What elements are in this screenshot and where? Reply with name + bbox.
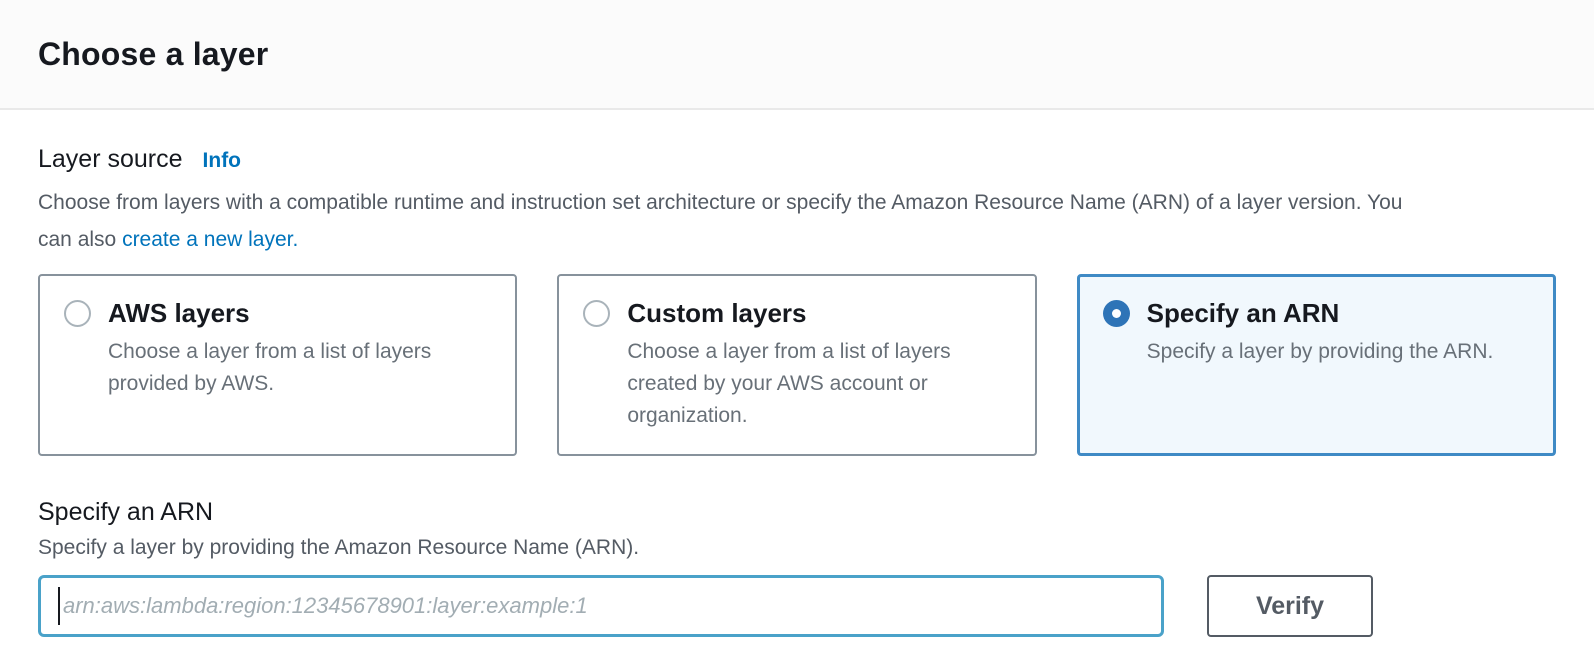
layer-option-aws-layers[interactable]: AWS layers Choose a layer from a list of… <box>38 274 518 456</box>
panel-header: Choose a layer <box>0 0 1594 110</box>
card-head: AWS layers <box>64 298 491 329</box>
card-head: Specify an ARN <box>1102 298 1530 329</box>
verify-button[interactable]: Verify <box>1207 575 1373 637</box>
card-title: AWS layers <box>108 298 250 328</box>
layer-source-label-row: Layer source Info <box>38 145 1556 174</box>
arn-input-row: Verify <box>38 575 1556 637</box>
card-title: Specify an ARN <box>1146 298 1340 328</box>
layer-source-description: Choose from layers with a compatible run… <box>38 184 1438 258</box>
layer-option-custom-layers[interactable]: Custom layers Choose a layer from a list… <box>557 274 1037 456</box>
arn-input-wrap <box>38 575 1164 637</box>
layer-option-specify-arn[interactable]: Specify an ARN Specify a layer by provid… <box>1076 274 1556 456</box>
card-head: Custom layers <box>583 298 1010 329</box>
panel-content: Layer source Info Choose from layers wit… <box>0 110 1594 637</box>
card-description: Choose a layer from a list of layers pro… <box>108 340 432 395</box>
card-description: Specify a layer by providing the ARN. <box>1146 340 1494 363</box>
create-new-layer-link[interactable]: create a new layer. <box>122 228 299 251</box>
card-title: Custom layers <box>627 298 807 328</box>
layer-source-description-text: Choose from layers with a compatible run… <box>38 191 1403 251</box>
info-link[interactable]: Info <box>202 149 242 172</box>
radio-unselected-icon[interactable] <box>64 300 91 327</box>
layer-source-label: Layer source <box>38 145 183 173</box>
specify-arn-title: Specify an ARN <box>38 498 214 526</box>
arn-input[interactable] <box>41 578 1161 634</box>
card-description: Choose a layer from a list of layers cre… <box>627 340 951 427</box>
radio-unselected-icon[interactable] <box>583 300 611 327</box>
radio-selected-icon[interactable] <box>1102 300 1130 327</box>
specify-arn-section: Specify an ARN Specify a layer by provid… <box>38 498 1556 637</box>
specify-arn-description: Specify a layer by providing the Amazon … <box>38 536 640 559</box>
text-caret <box>58 587 60 625</box>
layer-source-options: AWS layers Choose a layer from a list of… <box>38 274 1556 456</box>
page-title: Choose a layer <box>38 35 269 72</box>
